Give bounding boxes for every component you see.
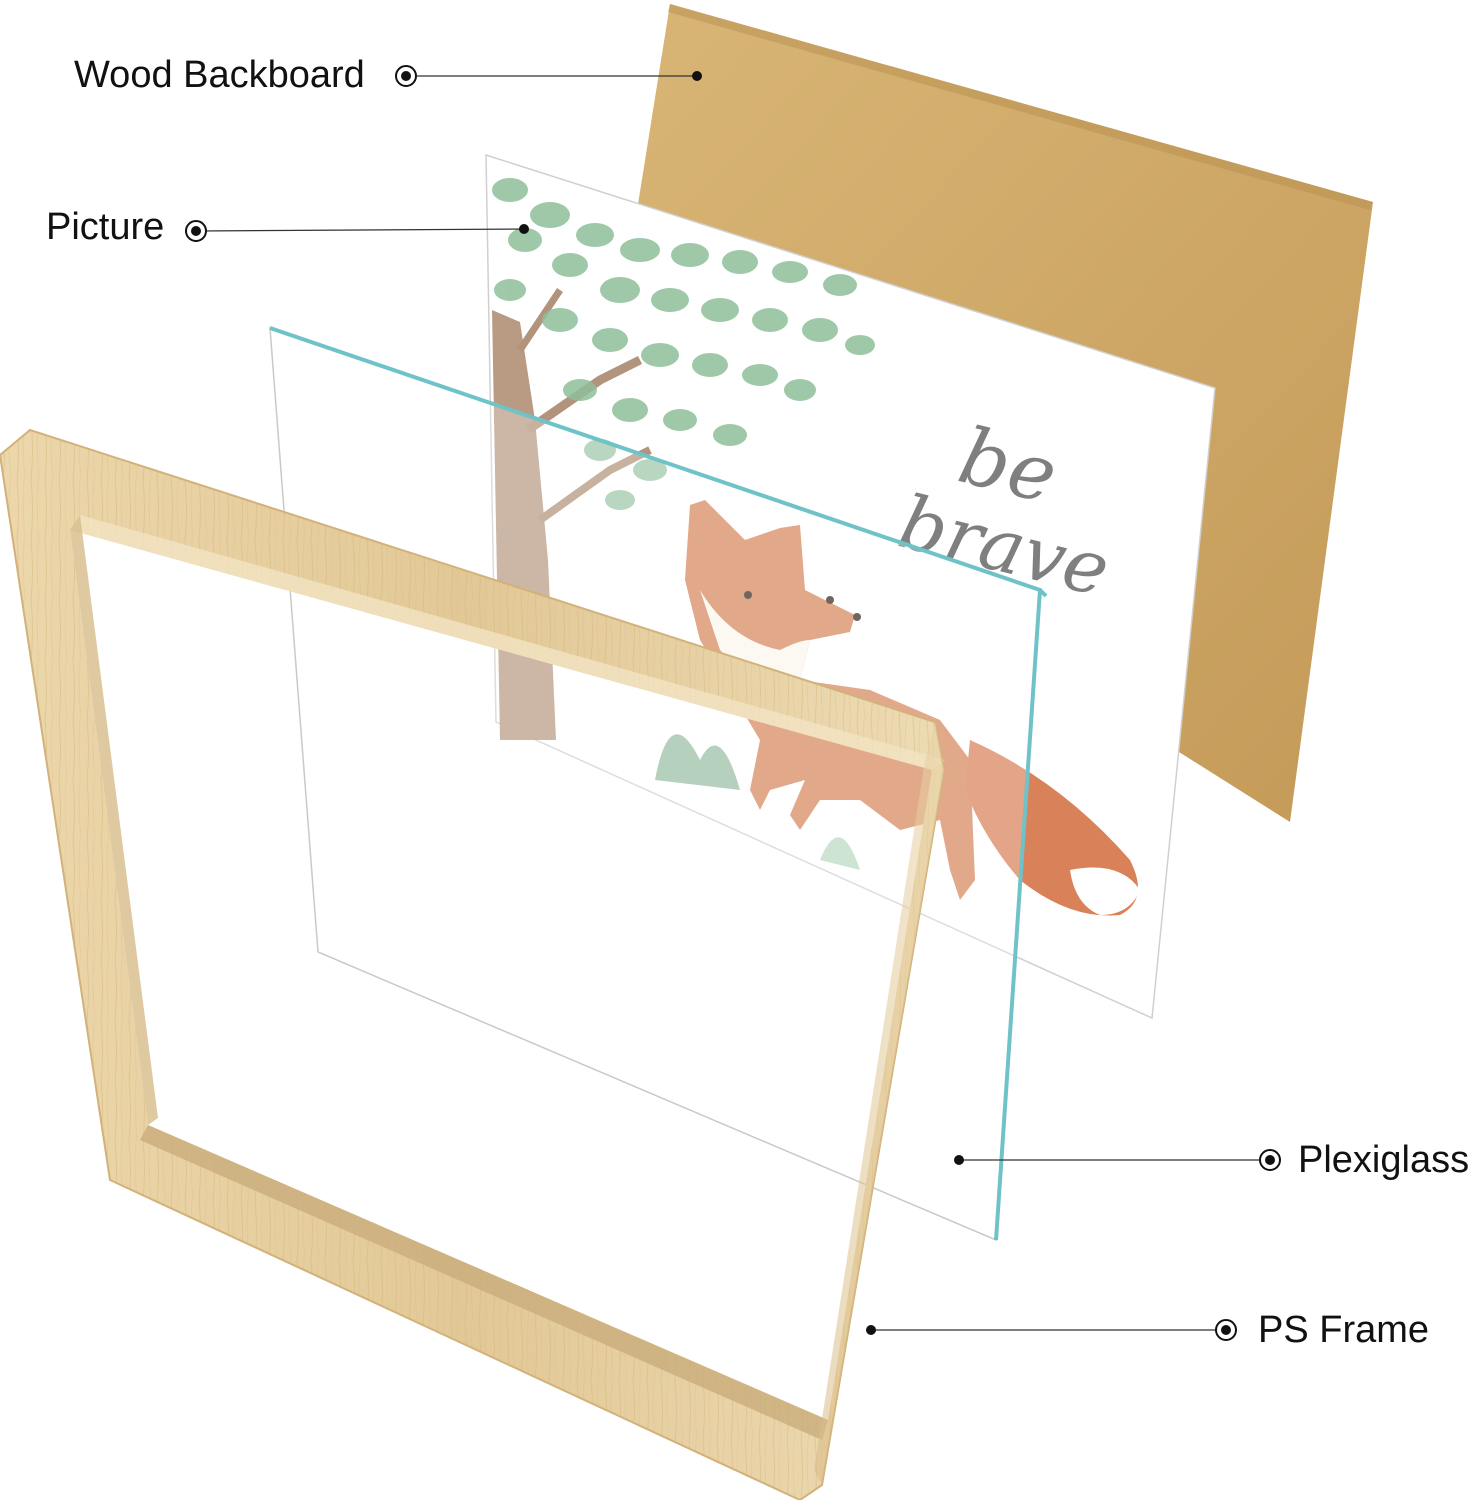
dot-marker-icon (692, 71, 702, 81)
picture-print: be brave (485, 153, 1216, 1020)
plexiglass-sheet (269, 326, 1048, 1242)
dot-marker-icon (866, 1325, 876, 1335)
leader-line-picture (195, 228, 525, 232)
label-plexiglass: Plexiglass (1298, 1139, 1470, 1181)
label-ps-frame: PS Frame (1258, 1309, 1430, 1351)
label-wood-backboard: Wood Backboard (74, 54, 365, 96)
dot-marker-icon (519, 224, 529, 234)
dot-marker-icon (954, 1155, 964, 1165)
leader-lines (195, 75, 1270, 1331)
tree-leaves (492, 178, 875, 510)
frame-inner-shadow (140, 1125, 828, 1440)
ps-frame (0, 428, 946, 1502)
markers (185, 65, 1281, 1341)
label-picture: Picture (46, 206, 165, 248)
